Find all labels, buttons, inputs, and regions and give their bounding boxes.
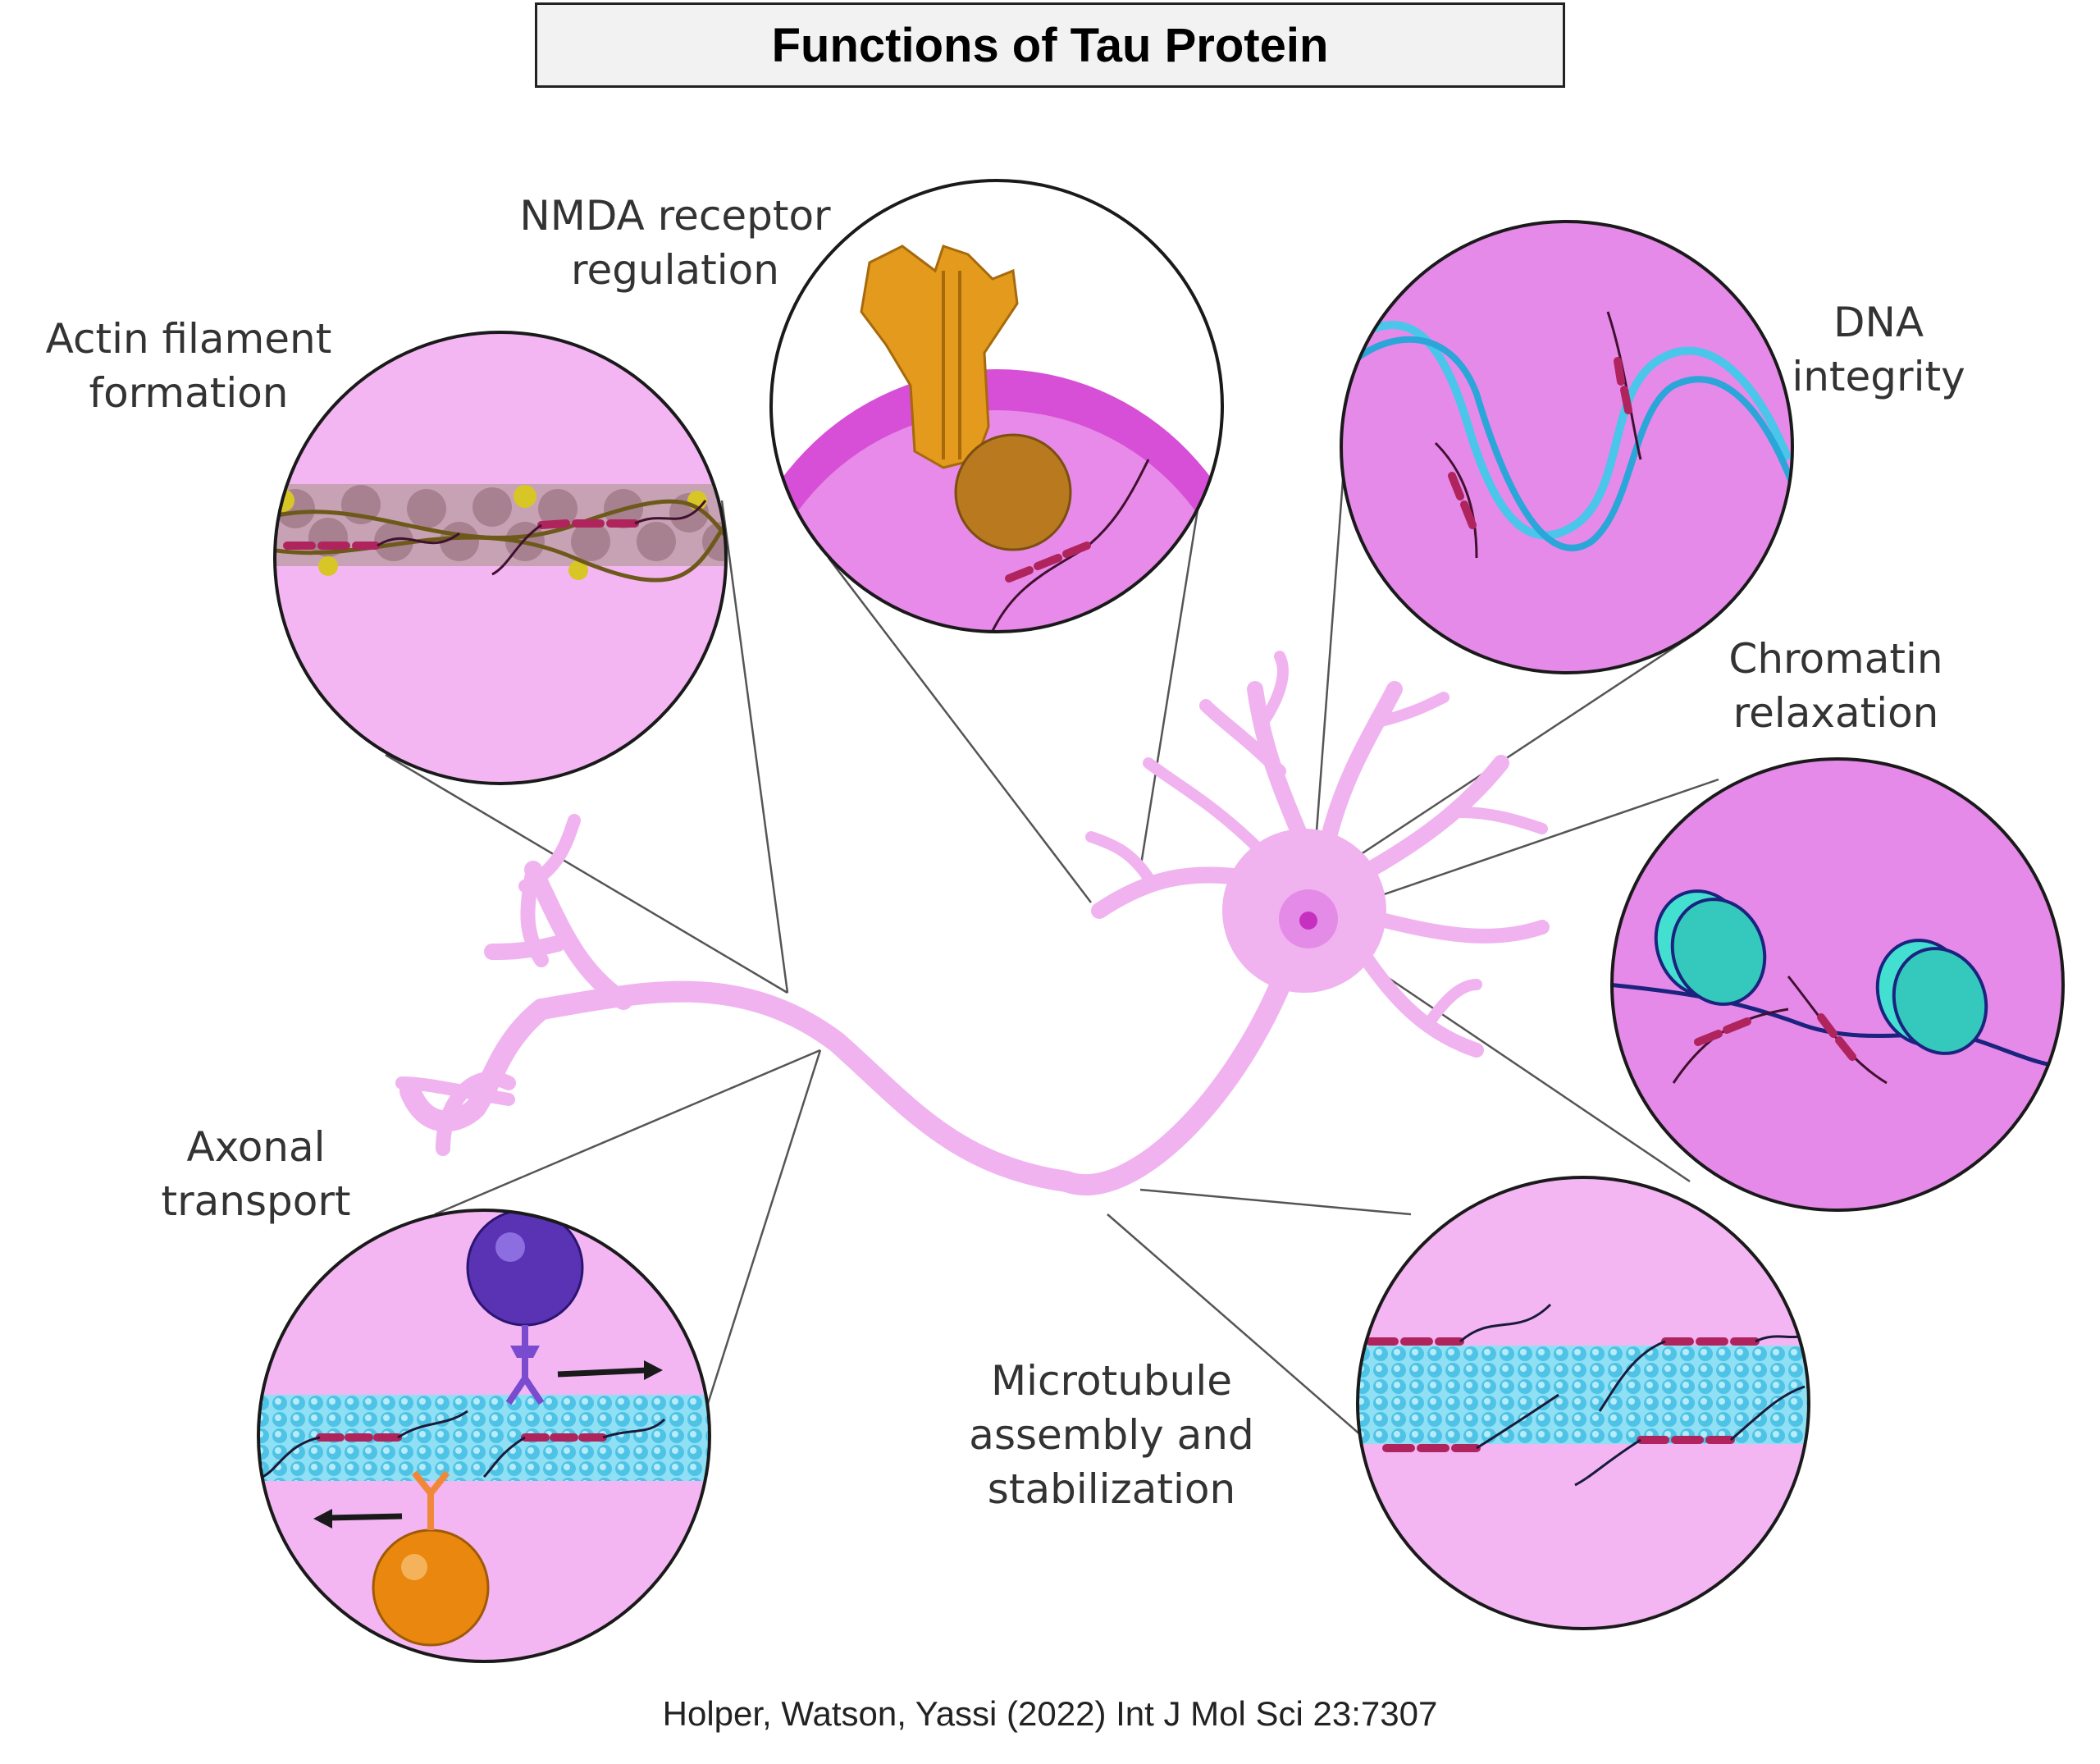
label-line: assembly and — [969, 1411, 1254, 1459]
label-line: transport — [161, 1177, 351, 1225]
label-line: regulation — [571, 246, 779, 294]
label-line: relaxation — [1732, 689, 1939, 737]
title-box: Functions of Tau Protein — [535, 2, 1565, 88]
label-chromatin-relaxation: Chromatin relaxation — [1728, 632, 1942, 740]
nucleosome-icon — [1612, 889, 2063, 1085]
label-line: Chromatin — [1728, 635, 1943, 683]
label-line: formation — [89, 369, 289, 417]
label-line: NMDA receptor — [519, 192, 831, 240]
actin-filament-icon — [275, 484, 726, 583]
label-line: Microtubule — [991, 1357, 1232, 1405]
motor-protein-icon — [372, 1210, 584, 1647]
label-line: stabilization — [987, 1465, 1236, 1513]
microtubule-circle — [1356, 1176, 1810, 1630]
label-dna-integrity: DNA integrity — [1792, 295, 1965, 404]
actin-filament-circle — [273, 331, 728, 785]
arrow-left-icon — [313, 1509, 403, 1529]
label-line: DNA — [1833, 299, 1924, 346]
nmda-receptor-icon — [860, 244, 1072, 551]
label-line: integrity — [1792, 353, 1965, 400]
axonal-transport-circle — [257, 1209, 711, 1663]
label-actin-filament-formation: Actin filament formation — [46, 312, 332, 420]
neuron-icon — [395, 651, 1550, 1196]
citation: Holper, Watson, Yassi (2022) Int J Mol S… — [662, 1694, 1438, 1733]
microtubule-icon — [1358, 1303, 1809, 1487]
diagram-title: Functions of Tau Protein — [771, 18, 1329, 72]
label-microtubule-assembly: Microtubule assembly and stabilization — [969, 1354, 1253, 1516]
arrow-right-icon — [557, 1360, 663, 1380]
label-nmda-receptor-regulation: NMDA receptor regulation — [519, 189, 830, 297]
dna-helix-icon — [1343, 311, 1792, 559]
label-line: Actin filament — [45, 315, 332, 363]
dna-integrity-circle — [1340, 220, 1794, 674]
chromatin-relaxation-circle — [1610, 757, 2065, 1212]
nmda-receptor-circle — [769, 179, 1224, 633]
label-line: Axonal — [186, 1123, 326, 1171]
label-axonal-transport: Axonal transport — [161, 1120, 350, 1228]
